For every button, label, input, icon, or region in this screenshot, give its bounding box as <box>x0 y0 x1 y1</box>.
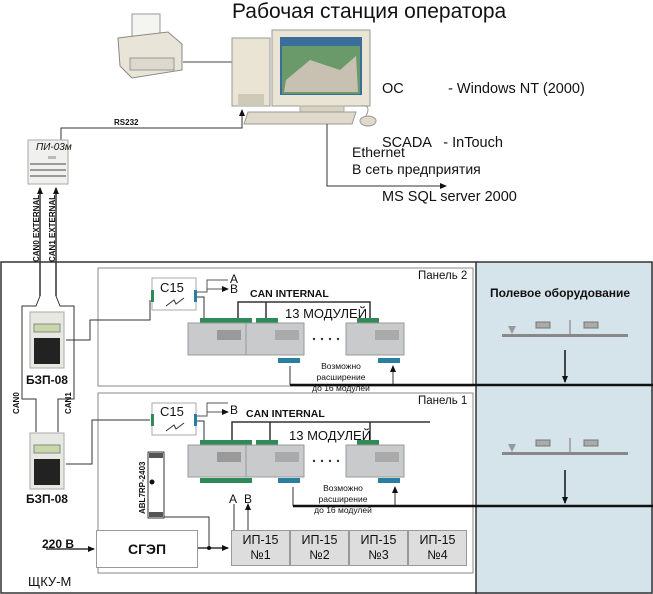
power-supply-2: ИП-15 №2 <box>290 530 349 566</box>
workstation-info: ОС - Windows NT (2000) SCADA - InTouch M… <box>382 44 585 224</box>
panel-2-output-b: B <box>230 282 239 296</box>
ps-number: №1 <box>250 548 271 562</box>
panel-2-expansion-note: Возможно расширение до 16 модулей <box>296 361 386 394</box>
bzp-top-to-c15 <box>66 300 151 341</box>
ps-name: ИП-15 <box>242 533 279 547</box>
bzp-top-label: БЗП-08 <box>26 373 68 387</box>
panel-2-modules: 13 МОДУЛЕЙ <box>285 306 368 321</box>
power-input-label: 220 В <box>42 537 75 551</box>
ip-ab-outputs <box>233 504 248 530</box>
panel-1-can-internal: CAN INTERNAL <box>246 408 325 420</box>
can0-external-label: CAN0 EXTERNAL <box>32 194 41 262</box>
can0-label: CAN0 <box>12 392 21 414</box>
bzp-bottom-label: БЗП-08 <box>26 492 68 506</box>
c15-panel-1-label: C15 <box>160 404 184 419</box>
relay-label: ABL7RP-2403 <box>138 461 147 514</box>
page-title: Рабочая станция оператора <box>232 0 507 23</box>
panel-2-can-internal: CAN INTERNAL <box>250 288 329 300</box>
bzp-top-device <box>29 311 65 369</box>
panel-1-label: Панель 1 <box>418 395 468 407</box>
can-internal-panel-2 <box>237 301 371 320</box>
ip-output-b: B <box>244 492 253 506</box>
power-supply-3: ИП-15 №3 <box>349 530 408 566</box>
modules-panel-1 <box>187 440 405 483</box>
ws-info-os: ОС - Windows NT (2000) <box>382 81 585 97</box>
ps-number: №3 <box>368 548 389 562</box>
field-pipe-1 <box>502 320 628 337</box>
ethernet-subtitle: В сеть предприятия <box>352 161 481 177</box>
rs232-line <box>60 109 245 142</box>
c15-panel-1-bus <box>197 420 205 441</box>
ethernet-title: Ethernet <box>352 144 405 160</box>
printer-icon <box>117 13 183 79</box>
can-internal-panel-1 <box>231 421 430 441</box>
sgep-block: СГЭП <box>96 530 198 568</box>
can1-external-label: CAN1 EXTERNAL <box>48 194 57 262</box>
ps-name: ИП-15 <box>301 533 338 547</box>
power-supply-4: ИП-15 №4 <box>408 530 467 566</box>
ip-output-a: A <box>229 492 238 506</box>
c15-panel-2-bus <box>197 296 205 320</box>
c15-panel-2-outputs <box>197 279 228 292</box>
pi03-label: ПИ-03м <box>36 142 72 153</box>
can0-loop <box>21 295 41 432</box>
c15-panel-2-label: C15 <box>160 280 184 295</box>
panel-1-modules: 13 МОДУЛЕЙ <box>289 428 372 443</box>
expansion-line-2: до 16 модулей <box>312 383 370 393</box>
panel-1-expansion-note: Возможно расширение до 16 модулей <box>298 483 388 516</box>
ws-info-scada: SCADA - InTouch <box>382 135 503 151</box>
expansion-line-2: до 16 модулей <box>314 505 372 515</box>
relay-wire <box>164 516 210 548</box>
c15-panel-2 <box>151 277 197 311</box>
cabinet-frame <box>0 261 653 594</box>
junction-dot <box>207 546 211 550</box>
expansion-arrows-panel-2 <box>289 366 393 385</box>
ps-number: №4 <box>427 548 448 562</box>
ps-name: ИП-15 <box>419 533 456 547</box>
power-supply-1: ИП-15 №1 <box>231 530 290 566</box>
cabinet-label: ЩКУ-М <box>28 574 72 589</box>
pi03-device <box>27 139 69 185</box>
modules-panel-2 <box>187 318 405 363</box>
c15-panel-1 <box>151 402 197 436</box>
ethernet-label: Ethernet В сеть предприятия <box>352 144 481 178</box>
field-area <box>476 262 653 594</box>
c15-panel-1-outputs <box>197 402 228 416</box>
ps-number: №2 <box>309 548 330 562</box>
field-pipe-2 <box>502 438 628 455</box>
expansion-line-1: Возможно расширение <box>318 483 368 504</box>
rs232-label: RS232 <box>114 118 139 127</box>
expansion-arrows-panel-1 <box>292 487 395 506</box>
panel-2-label: Панель 2 <box>418 270 468 282</box>
panel-2-output-a: A <box>230 272 239 286</box>
computer-icon <box>231 29 377 127</box>
field-equipment-title: Полевое оборудование <box>490 286 631 300</box>
expansion-line-1: Возможно расширение <box>316 361 366 382</box>
can1-loop <box>55 295 75 432</box>
bzp-bottom-to-c15 <box>66 419 150 465</box>
ethernet-line <box>326 124 447 189</box>
can1-label: CAN1 <box>64 392 73 414</box>
ws-info-sql: MS SQL server 2000 <box>382 189 517 205</box>
panel-1-output-b: B <box>230 403 239 417</box>
ps-name: ИП-15 <box>360 533 397 547</box>
relay-device <box>147 451 165 519</box>
bzp-bottom-device <box>29 432 65 490</box>
